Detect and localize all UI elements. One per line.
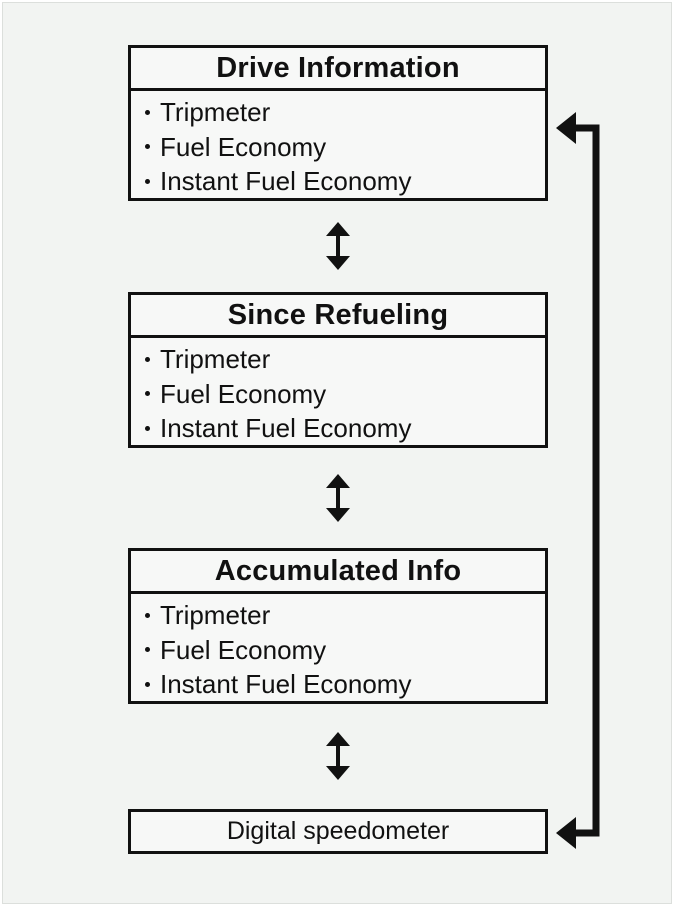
box-title: Accumulated Info <box>131 551 545 594</box>
bullet-icon <box>145 425 150 431</box>
digital-speedometer-box: Digital speedometer <box>128 809 548 854</box>
double-arrow-icon <box>326 474 350 522</box>
drive-information-box: Drive Information Tripmeter Fuel Economy… <box>128 45 548 201</box>
bullet-icon <box>145 109 150 115</box>
list-item: Instant Fuel Economy <box>145 667 545 702</box>
list-item: Fuel Economy <box>145 633 545 668</box>
since-refueling-box: Since Refueling Tripmeter Fuel Economy I… <box>128 292 548 448</box>
item-label: Tripmeter <box>160 97 271 127</box>
bullet-icon <box>145 391 150 397</box>
item-list: Tripmeter Fuel Economy Instant Fuel Econ… <box>131 338 545 446</box>
box-title: Since Refueling <box>131 295 545 338</box>
bullet-icon <box>145 681 150 687</box>
item-label: Fuel Economy <box>160 378 327 409</box>
item-label: Tripmeter <box>160 344 271 374</box>
list-item: Tripmeter <box>145 95 545 130</box>
item-label: Fuel Economy <box>160 131 327 162</box>
bullet-icon <box>145 356 150 362</box>
list-item: Instant Fuel Economy <box>145 411 545 446</box>
bullet-icon <box>145 144 150 150</box>
double-arrow-icon <box>326 732 350 780</box>
item-label: Tripmeter <box>160 600 271 630</box>
accumulated-info-box: Accumulated Info Tripmeter Fuel Economy … <box>128 548 548 704</box>
item-list: Tripmeter Fuel Economy Instant Fuel Econ… <box>131 91 545 199</box>
bullet-icon <box>145 612 150 618</box>
list-item: Fuel Economy <box>145 130 545 165</box>
list-item: Tripmeter <box>145 598 545 633</box>
item-list: Tripmeter Fuel Economy Instant Fuel Econ… <box>131 594 545 702</box>
item-label: Instant Fuel Economy <box>160 669 412 699</box>
bullet-icon <box>145 647 150 653</box>
double-arrow-icon <box>326 222 350 270</box>
list-item: Fuel Economy <box>145 377 545 412</box>
box-title: Drive Information <box>131 48 545 91</box>
item-label: Fuel Economy <box>160 634 327 665</box>
item-label: Instant Fuel Economy <box>160 413 412 443</box>
item-label: Instant Fuel Economy <box>160 166 412 196</box>
box-label: Digital speedometer <box>226 817 450 845</box>
bullet-icon <box>145 178 150 184</box>
loop-back-arrow <box>556 112 600 849</box>
list-item: Tripmeter <box>145 342 545 377</box>
list-item: Instant Fuel Economy <box>145 164 545 199</box>
